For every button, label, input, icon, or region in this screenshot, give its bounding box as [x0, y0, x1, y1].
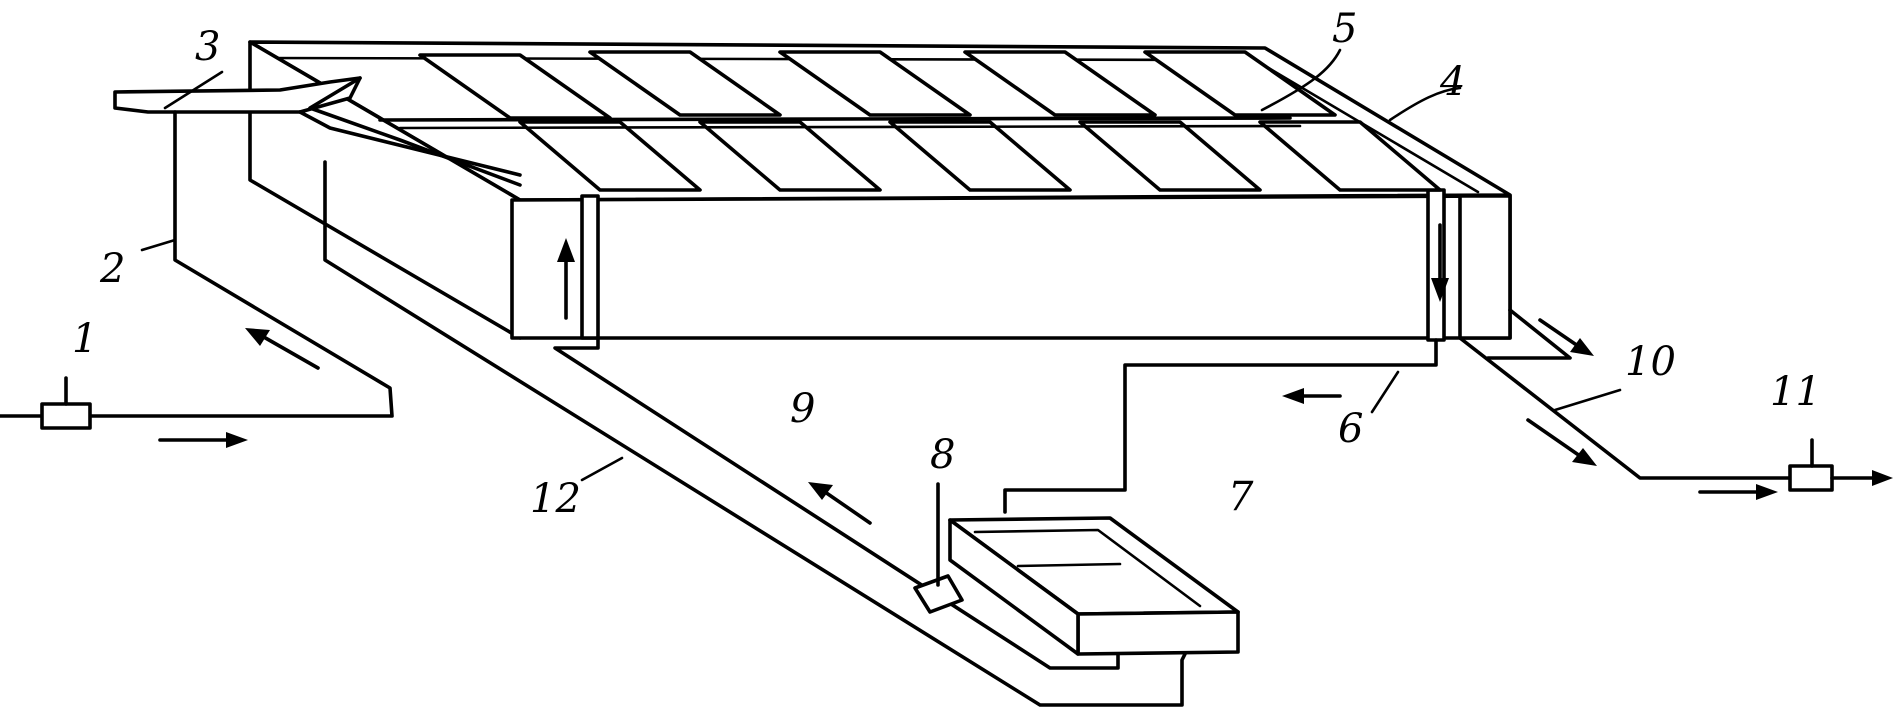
- flow-arrow-out-upper: [1538, 318, 1594, 356]
- bus-bar: [378, 116, 1292, 122]
- electrode-plate: [518, 120, 702, 192]
- pipe-12: [323, 160, 1194, 707]
- electrode-plate: [1258, 120, 1442, 192]
- callout-8: 8: [930, 432, 955, 478]
- flow-arrow-down: [1431, 223, 1449, 302]
- flow-arrow-overflow: [1282, 388, 1342, 404]
- flow-arrow-inlet: [158, 432, 248, 448]
- pipe-2-feed: [88, 110, 394, 418]
- electrode-plate: [1078, 120, 1262, 192]
- callout-12: 12: [530, 476, 581, 522]
- flow-arrow-to-pump-11: [1698, 484, 1778, 500]
- pipe-10-tail: [1486, 308, 1572, 360]
- tank-7-inner: [1016, 562, 1122, 568]
- callout-9: 9: [790, 386, 815, 432]
- flow-arrow-out-lower: [1526, 418, 1597, 466]
- header-branch: [308, 76, 522, 187]
- callout-leaders: [140, 48, 1622, 482]
- tank-right-end: [1458, 194, 1512, 340]
- tank-front-wall: [510, 194, 1512, 340]
- callout-4: 4: [1439, 59, 1465, 105]
- electrode-plates: [378, 50, 1442, 192]
- callout-5: 5: [1332, 6, 1357, 52]
- electrode-plate: [588, 50, 782, 117]
- flow-arrow-feed: [245, 328, 320, 370]
- outlet-arrowhead: [1872, 470, 1893, 486]
- electrode-plate: [778, 50, 972, 117]
- callout-10: 10: [1625, 339, 1676, 385]
- flow-arrow-return: [808, 482, 872, 525]
- callout-1: 1: [72, 316, 97, 362]
- callout-6: 6: [1338, 406, 1363, 452]
- pipe-10: [1458, 336, 1792, 480]
- pump-1: [40, 402, 92, 430]
- flow-arrows: [158, 223, 1778, 525]
- tank-7-front: [1076, 610, 1240, 656]
- electrode-plate: [698, 120, 882, 192]
- callout-3: 3: [195, 24, 220, 70]
- electrode-plate: [963, 50, 1157, 117]
- front-riser-pipe: [580, 194, 600, 340]
- callout-11: 11: [1770, 369, 1821, 415]
- callout-2: 2: [99, 246, 125, 292]
- tank-7: [948, 516, 1240, 656]
- callout-numbers: 1 2 3 4 5 6 7 8 9 10 11 12: [72, 6, 1821, 522]
- tank-7-inner: [973, 528, 1202, 608]
- electrode-plate: [1143, 50, 1337, 117]
- bus-bar: [398, 124, 1302, 130]
- pump-11: [1788, 464, 1834, 492]
- tank-7-side: [948, 518, 1080, 656]
- distribution-header: [113, 76, 522, 187]
- pipe-6: [1003, 338, 1438, 514]
- pipe-9: [553, 336, 1120, 670]
- header-trough: [113, 76, 362, 114]
- callout-7: 7: [1228, 474, 1254, 520]
- flow-arrow-up: [557, 238, 575, 320]
- electrode-plate: [888, 120, 1072, 192]
